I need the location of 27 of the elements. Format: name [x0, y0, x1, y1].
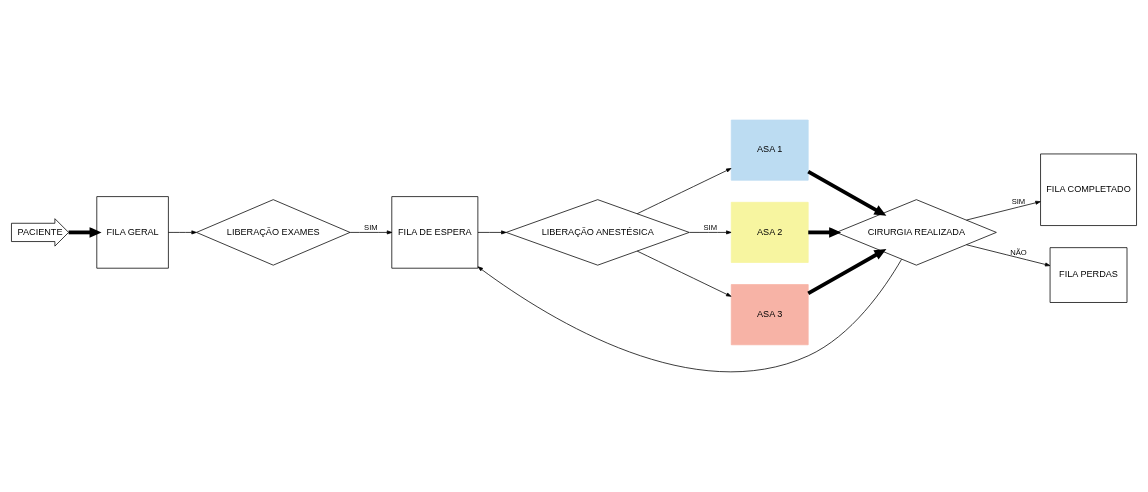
arrow	[168, 230, 197, 235]
arrow	[807, 169, 887, 216]
node-diamond: CIRURGIA REALIZADA	[836, 199, 997, 266]
edge-label: SIM	[364, 223, 378, 233]
node-box: ASA 3	[730, 284, 809, 346]
edge-label: NÃO	[1010, 247, 1027, 257]
arrow	[966, 200, 1041, 221]
arrow	[636, 250, 732, 297]
node-diamond: LIBERAÇÃO EXAMES	[196, 199, 351, 266]
arrow	[966, 244, 1051, 267]
edge-label: SIM	[703, 223, 718, 233]
node-box: ASA 2	[730, 201, 809, 263]
arrow	[689, 230, 732, 235]
arrow	[477, 230, 507, 235]
node-box: ASA 1	[730, 119, 809, 181]
node-box: FILA COMPLETADO	[1040, 153, 1137, 226]
node-box: FILA DE ESPERA	[391, 196, 479, 269]
arrow	[636, 168, 732, 215]
edge-label: SIM	[1011, 197, 1026, 207]
node-diamond: LIBERAÇÃO ANESTÉSICA	[505, 199, 690, 266]
node-box: FILA GERAL	[96, 196, 169, 269]
arrow	[349, 230, 393, 235]
arrow	[477, 259, 902, 372]
arrow	[808, 227, 842, 238]
node-box: FILA PERDAS	[1049, 247, 1128, 303]
arrow	[68, 227, 102, 238]
arrow	[807, 248, 887, 295]
